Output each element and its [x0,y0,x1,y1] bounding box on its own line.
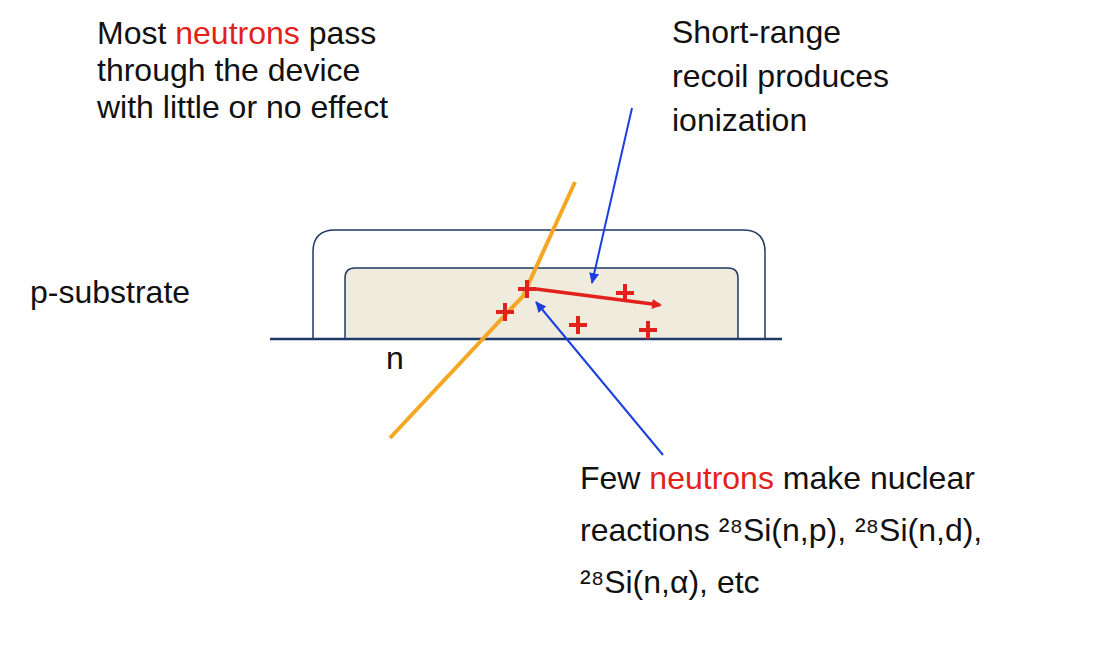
region-label: n [386,340,416,377]
region-label: p-substrate [30,274,230,311]
leader-line [592,108,632,283]
callout-text: Few neutrons make nuclear reactions ²⁸Si… [580,452,1050,608]
callout-text: Most neutrons pass through the device wi… [97,15,407,126]
silicon-die [345,268,738,339]
recoil-arrow [536,289,660,305]
callout-text: Short-range recoil produces ionization [672,10,912,142]
neutron-track [390,182,575,438]
package-outline [313,230,765,339]
leader-line [536,302,663,455]
substrate-line [270,338,782,341]
charge-symbols [496,280,657,339]
